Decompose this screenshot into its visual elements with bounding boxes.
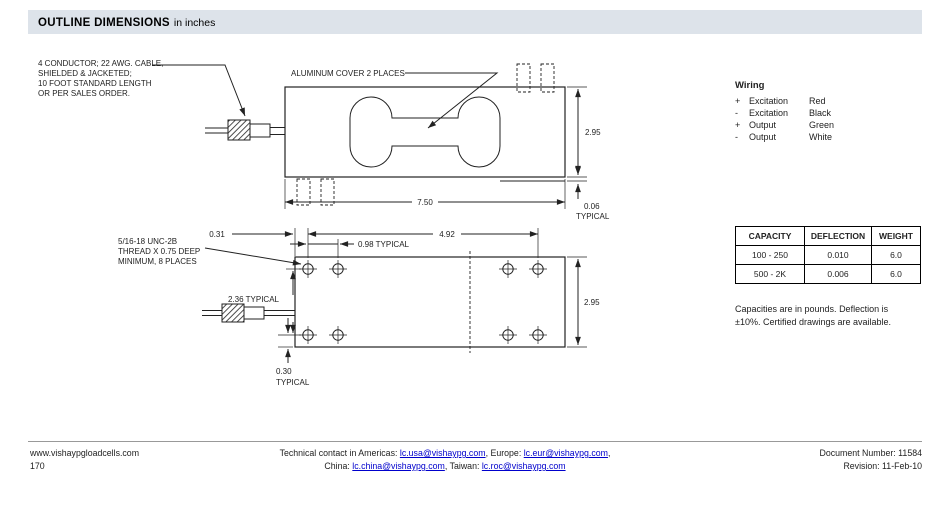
dimension-hole-pitch: 0.98 TYPICAL — [290, 240, 410, 249]
thread-note-line2: THREAD X 0.75 DEEP — [118, 247, 200, 256]
dim-hole-pitch-label: 0.98 TYPICAL — [358, 240, 410, 249]
cable-note-line3: 10 FOOT STANDARD LENGTH — [38, 79, 152, 88]
footer-document-number: Document Number: 11584 — [819, 448, 922, 458]
dimension-cover-thickness: 0.06 TYPICAL — [567, 159, 610, 221]
dimension-hole-span: 4.92 — [308, 230, 538, 239]
wiring-sign: - — [735, 132, 738, 142]
dim-height-top-label: 2.95 — [585, 128, 601, 137]
footer-contact: Technical contact in Americas: lc.usa@vi… — [140, 447, 750, 473]
thread-note-line1: 5/16-18 UNC-2B — [118, 237, 177, 246]
contact-mid: , Europe: — [485, 448, 524, 458]
wiring-title: Wiring — [735, 80, 765, 91]
top-view: 2.95 7.50 0.06 TYPICAL 4 CONDUCTOR; 22 A… — [38, 59, 610, 221]
cable-note-leader — [152, 64, 246, 117]
bone-cutout — [349, 96, 501, 168]
footer-website: www.vishaypgloadcells.com — [30, 448, 140, 458]
email-link-europe[interactable]: lc.eur@vishaypg.com — [523, 448, 608, 458]
spec-col-deflection: DEFLECTION — [804, 226, 872, 246]
contact-suffix: , — [607, 448, 611, 458]
spec-cell: 100 - 250 — [735, 245, 805, 265]
footer-contact-line1: Technical contact in Americas: lc.usa@vi… — [140, 447, 750, 460]
dim-hole-span-label: 4.92 — [439, 230, 455, 239]
section-subtitle: in inches — [173, 17, 216, 29]
wiring-signal: Output — [749, 120, 777, 130]
wiring-sign: + — [735, 96, 741, 106]
hidden-hole-slots — [296, 63, 555, 206]
cable-note-line4: OR PER SALES ORDER. — [38, 89, 130, 98]
wiring-row-output-minus: - Output White — [735, 131, 834, 143]
wiring-signal: Output — [749, 132, 777, 142]
wiring-row-excitation-minus: - Excitation Black — [735, 107, 834, 119]
wiring-row-output-plus: + Output Green — [735, 119, 834, 131]
bottom-view: 0.31 4.92 0.98 TYPICAL 2.36 TYPICAL — [118, 228, 600, 387]
spec-row-2: 500 - 2K 0.006 6.0 — [735, 264, 921, 284]
spec-col-weight: WEIGHT — [871, 226, 921, 246]
dim-base-offset-label: 0.30 — [276, 367, 292, 376]
dimension-length: 7.50 — [284, 179, 566, 209]
dimension-height-top: 2.95 — [567, 86, 601, 178]
email-link-usa[interactable]: lc.usa@vishaypg.com — [399, 448, 486, 458]
dim-edge-offset-label: 0.31 — [209, 230, 225, 239]
footer-page-number: 170 — [30, 461, 45, 471]
spec-cell: 0.006 — [804, 264, 872, 284]
dim-length-label: 7.50 — [417, 198, 433, 207]
footer-left: www.vishaypgloadcells.com 170 — [30, 447, 139, 473]
load-cell-body-bottom — [294, 256, 566, 348]
wiring-color: Green — [809, 120, 835, 130]
wiring-signal: Excitation — [749, 108, 789, 118]
contact-mid: , Taiwan: — [444, 461, 482, 471]
dimension-base-offset: 0.30 TYPICAL — [276, 318, 310, 387]
section-title: OUTLINE DIMENSIONS — [38, 17, 170, 29]
wiring-row-excitation-plus: + Excitation Red — [735, 95, 834, 107]
contact-prefix: China: — [324, 461, 353, 471]
dim-cover-thickness-label: 0.06 — [584, 202, 600, 211]
aluminum-cover-label: ALUMINUM COVER 2 PLACES — [291, 69, 405, 78]
cable-note-line2: SHIELDED & JACKETED; — [38, 69, 132, 78]
spec-table: CAPACITY DEFLECTION WEIGHT 100 - 250 0.0… — [735, 226, 921, 284]
email-link-taiwan[interactable]: lc.roc@vishaypg.com — [481, 461, 566, 471]
dim-row-span-label: 2.36 TYPICAL — [228, 295, 280, 304]
spec-cell: 6.0 — [871, 264, 921, 284]
dimension-edge-offset: 0.31 — [209, 230, 293, 239]
dim-cover-thickness-typ-label: TYPICAL — [576, 212, 610, 221]
dimension-row-span: 2.36 TYPICAL — [228, 271, 296, 333]
capacity-notes: Capacities are in pounds. Deflection is … — [735, 303, 940, 328]
contact-prefix: Technical contact in Americas: — [279, 448, 400, 458]
email-link-china[interactable]: lc.china@vishaypg.com — [352, 461, 445, 471]
cover-label-leader — [405, 72, 499, 129]
wiring-color: Black — [809, 108, 832, 118]
cable-connector-top — [205, 119, 285, 141]
spec-cell: 0.010 — [804, 245, 872, 265]
wiring-color: Red — [809, 96, 826, 106]
wiring-panel: Wiring + Excitation Red - Excitation Bla… — [735, 80, 834, 143]
spec-header-row: CAPACITY DEFLECTION WEIGHT — [735, 226, 921, 246]
thread-note-line3: MINIMUM, 8 PLACES — [118, 257, 197, 266]
spec-col-capacity: CAPACITY — [735, 226, 805, 246]
footer-right: Document Number: 11584 Revision: 11-Feb-… — [718, 447, 922, 473]
dim-height-bottom-label: 2.95 — [584, 298, 600, 307]
dim-base-offset-typ-label: TYPICAL — [276, 378, 310, 387]
wiring-sign: - — [735, 108, 738, 118]
wiring-color: White — [809, 132, 833, 142]
wiring-signal: Excitation — [749, 96, 789, 106]
capacity-notes-line1: Capacities are in pounds. Deflection is — [735, 304, 889, 314]
load-cell-body-top — [284, 86, 566, 178]
cable-note-line1: 4 CONDUCTOR; 22 AWG. CABLE, — [38, 59, 163, 68]
capacity-notes-line2: ±10%. Certified drawings are available. — [735, 316, 892, 327]
wiring-sign: + — [735, 120, 741, 130]
spec-cell: 500 - 2K — [735, 264, 805, 284]
footer-revision: Revision: 11-Feb-10 — [843, 461, 922, 471]
dimension-height-bottom: 2.95 — [575, 259, 600, 345]
footer-contact-line2: China: lc.china@vishaypg.com, Taiwan: lc… — [140, 460, 750, 473]
thread-note-leader — [204, 247, 302, 266]
outline-dimensions-drawing: 2.95 7.50 0.06 TYPICAL 4 CONDUCTOR; 22 A… — [38, 59, 610, 387]
spec-cell: 6.0 — [871, 245, 921, 265]
footer-divider — [28, 441, 922, 442]
spec-row-1: 100 - 250 0.010 6.0 — [735, 245, 921, 265]
cable-connector-bottom — [202, 303, 295, 323]
